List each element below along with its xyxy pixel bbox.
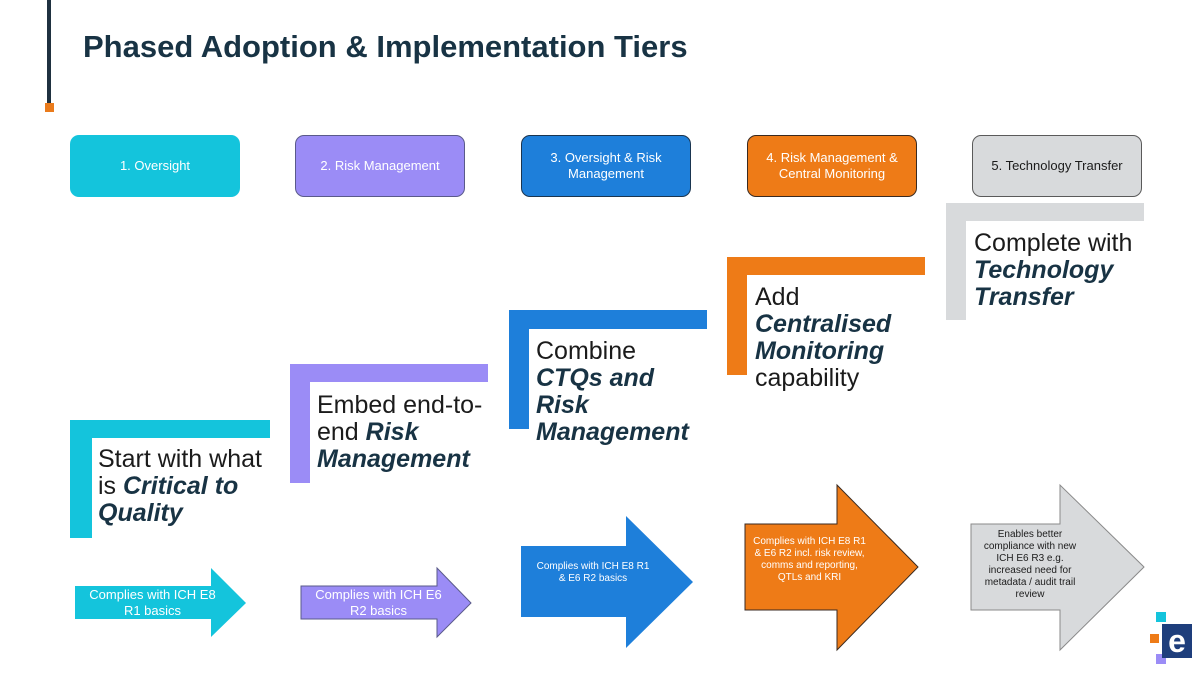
tier-box-1: 1. Oversight (70, 135, 240, 197)
step-text-1: Start with what is Critical to Quality (98, 445, 262, 527)
logo-square-purple (1156, 654, 1166, 664)
step-bracket-2 (290, 364, 488, 483)
tier-label: 2. Risk Management (320, 158, 440, 173)
step-text-3: Combine CTQs and Risk Management (536, 337, 689, 446)
tier-label: 5. Technology Transfer (991, 158, 1123, 173)
accent-bar (47, 0, 51, 103)
step-bracket-3 (509, 310, 707, 429)
step-bracket-1 (70, 420, 270, 538)
compliance-arrow-3 (521, 516, 693, 648)
tier-box-2: 2. Risk Management (295, 135, 465, 197)
compliance-arrow-5 (970, 483, 1145, 652)
step-text-2: Embed end-to-end Risk Management (317, 391, 483, 473)
step-text-5: Complete with Technology Transfer (974, 229, 1133, 311)
step-bracket-5 (946, 203, 1144, 320)
compliance-arrow-4 (744, 483, 919, 652)
step-bracket-4 (727, 257, 925, 375)
tier-box-4: 4. Risk Management & Central Monitoring (747, 135, 917, 197)
tier-label: 1. Oversight (119, 158, 191, 173)
compliance-arrow-1 (75, 568, 246, 637)
tier-box-3: 3. Oversight & Risk Management (521, 135, 691, 197)
compliance-text-4: Complies with ICH E8 R1 & E6 R2 incl. ri… (753, 536, 866, 583)
compliance-text-3: Complies with ICH E8 R1 & E6 R2 basics (536, 561, 650, 584)
logo-square-orange (1150, 634, 1159, 643)
logo-square-blue (1162, 624, 1192, 658)
accent-square (45, 103, 54, 112)
compliance-text-5: Enables better compliance with new ICH E… (983, 529, 1077, 600)
logo-letter: e (1168, 623, 1186, 659)
compliance-text-1: Complies with ICH E8 R1 basics (89, 587, 216, 618)
step-text-4: Add Centralised Monitoring capability (755, 283, 892, 392)
compliance-arrow-2 (300, 566, 472, 639)
logo-square-cyan (1156, 612, 1166, 622)
company-logo: e (1150, 612, 1192, 664)
slide-title: Phased Adoption & Implementation Tiers (83, 29, 688, 64)
compliance-text-2: Complies with ICH E6 R2 basics (315, 587, 442, 618)
tier-label: 3. Oversight & Risk Management (550, 150, 662, 181)
tier-label: 4. Risk Management & Central Monitoring (766, 150, 898, 181)
tier-box-5: 5. Technology Transfer (972, 135, 1142, 197)
